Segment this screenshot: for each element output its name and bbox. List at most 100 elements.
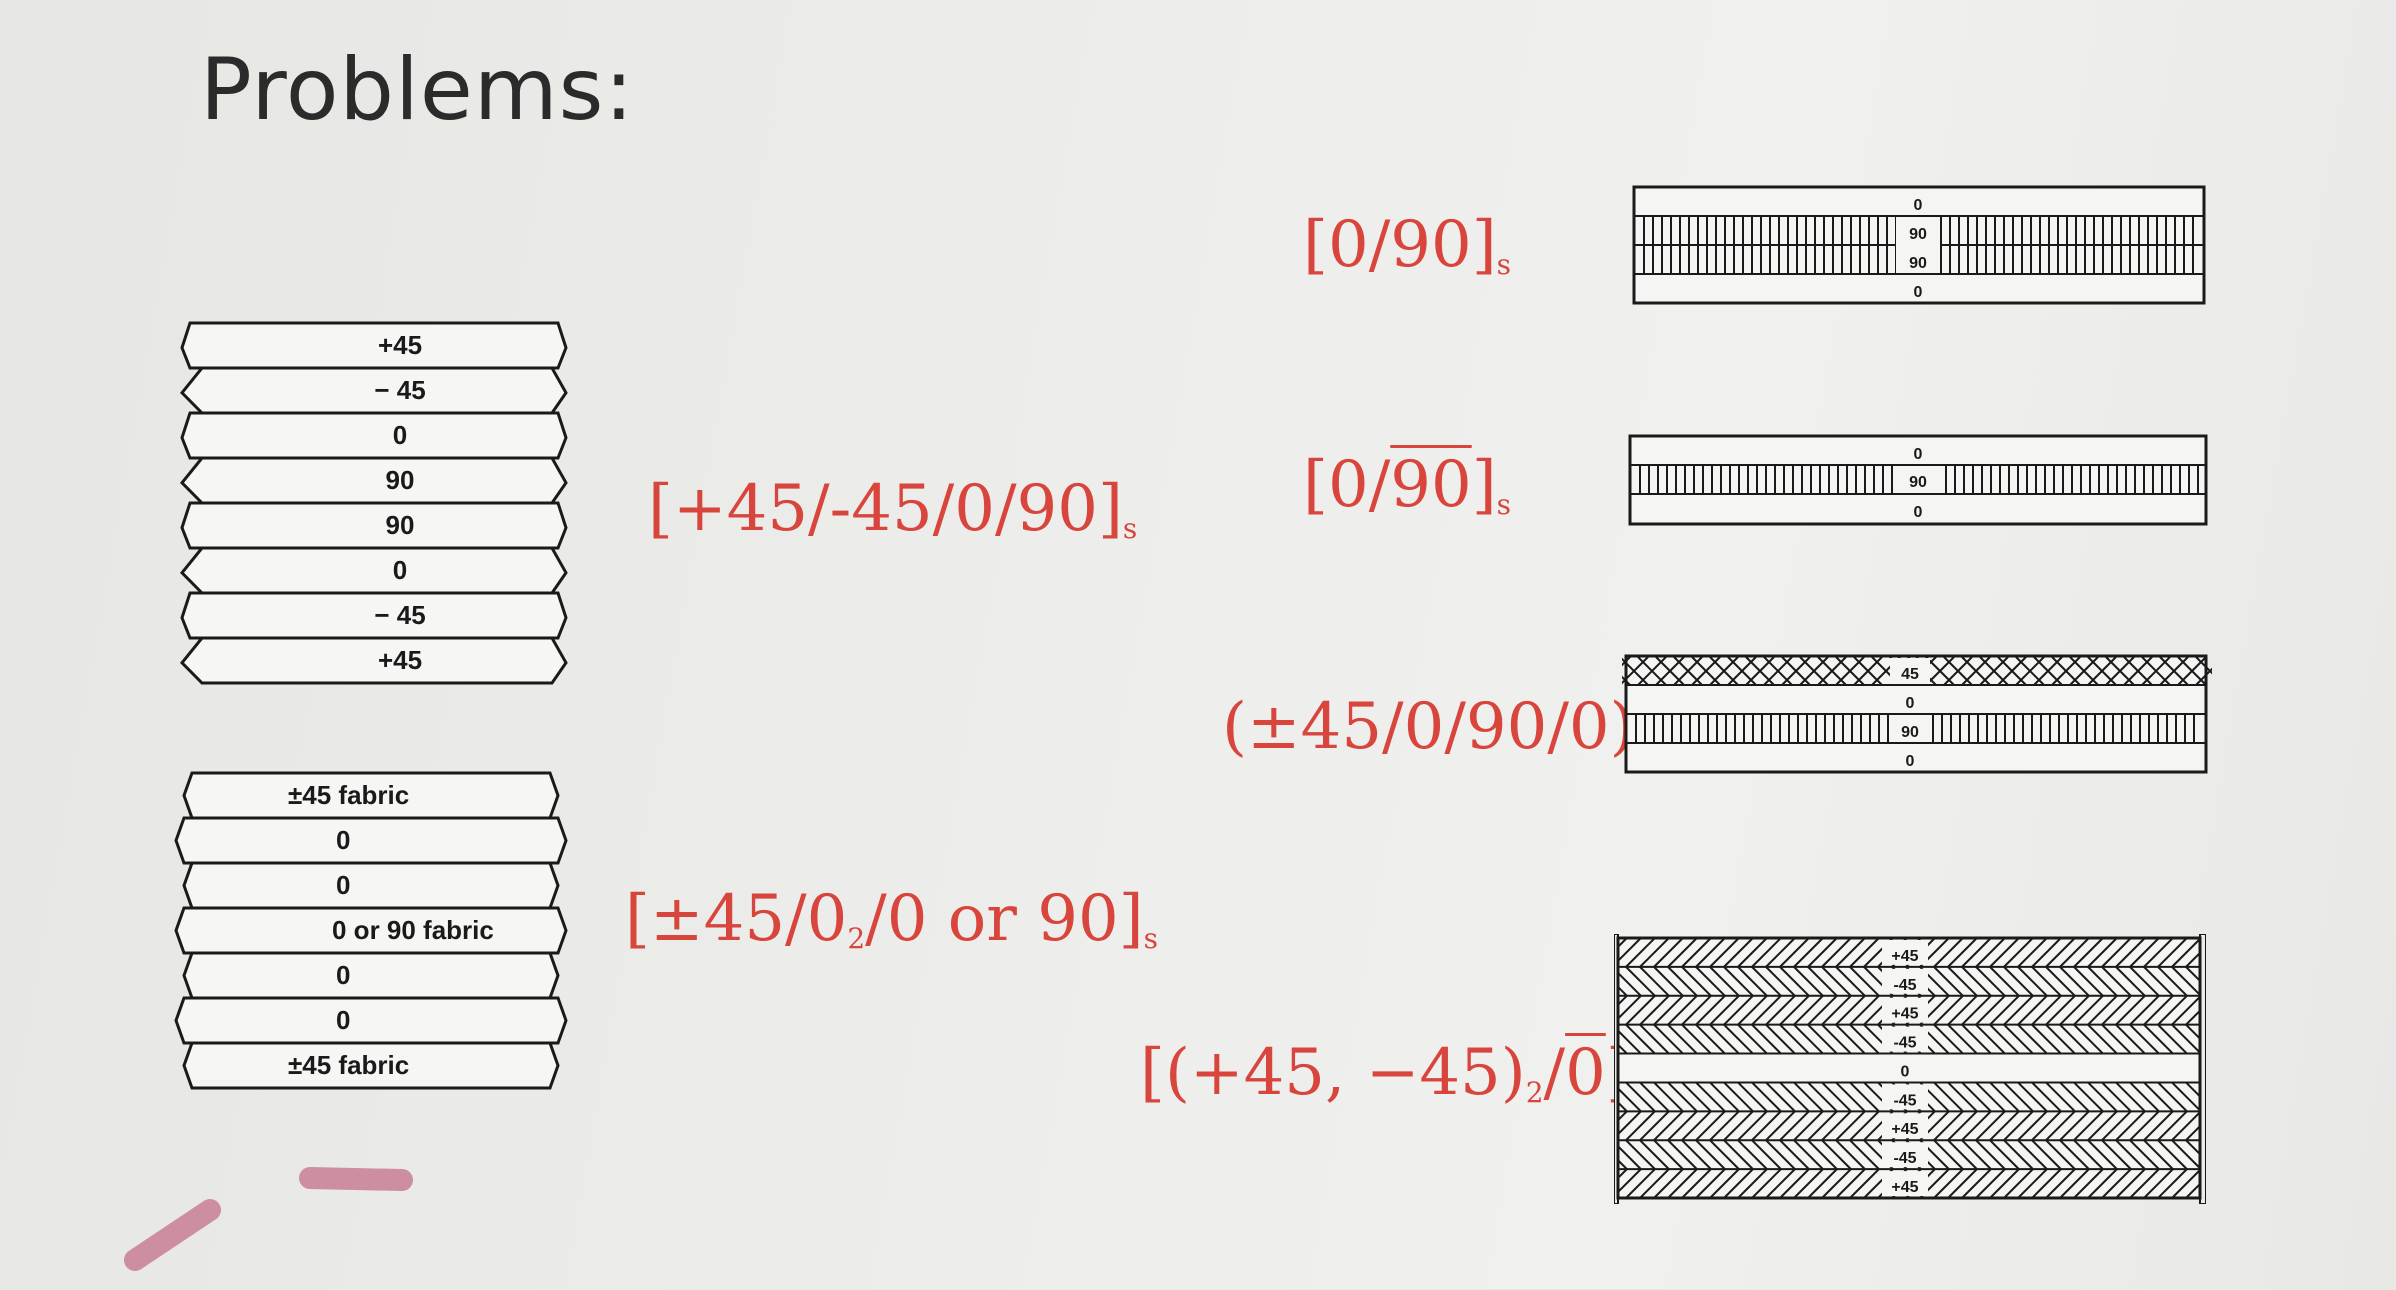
hatch-line [1807,1168,1838,1199]
stack-a-ply-label: +45 [378,330,422,360]
hatch-line [1614,1097,1628,1113]
stack-a-ply [180,501,568,550]
hatch-line [1947,995,1978,1026]
hatch-line [1779,937,1810,968]
hatch-line [2157,1023,2188,1055]
hatch-line [2115,937,2146,968]
hatch-line [1667,1081,1698,1113]
hatch-line [2115,966,2146,997]
hatch-line [2017,1168,2048,1199]
hatch-line [1961,995,1992,1026]
hatch-line [2003,1110,2034,1141]
hatch-line [2003,966,2034,997]
laminate-4-ply-label: +45 [1891,1179,1918,1196]
hatch-line [2157,1168,2188,1199]
hatch-line [2045,1023,2076,1055]
hatch-line [1821,937,1852,968]
hatch-line [1807,1139,1838,1170]
hatch-line [1695,966,1726,997]
hatch-line [1709,937,1740,968]
hatch-line [2059,1023,2090,1055]
hatch-line [1614,1110,1628,1126]
hatch-line [1681,1023,1712,1055]
hatch-line [2003,1139,2034,1170]
hatch-line [1695,1081,1726,1113]
hatch-line [2143,937,2174,968]
hatch-line [1947,1110,1978,1141]
hatch-line [2101,1023,2132,1055]
laminate-2-diagram: 0 90 0 [1628,434,2208,526]
stack-b-ply-label: 0 [336,825,350,855]
hatch-line [2171,1139,2202,1170]
hatch-line [1639,966,1670,997]
hatch-line [1947,1139,1978,1170]
hatch-line [1821,1139,1852,1170]
hatch-line [1737,1139,1768,1170]
hatch-line [2157,1081,2188,1113]
hatch-line [1807,1110,1838,1141]
hatch-line [1849,995,1880,1026]
hatch-line [1835,1023,1866,1055]
hatch-line [1723,937,1754,968]
hatch-line [1625,1139,1656,1170]
hatch-line [1751,937,1782,968]
hatch-line [2115,1168,2146,1199]
hatch-line [2129,1081,2160,1113]
hatch-line [2157,1110,2188,1141]
hatch-line [1779,995,1810,1026]
hatch-line [1737,1081,1768,1113]
ply-label-bg [1882,940,1928,965]
hatch-line [1709,1168,1740,1199]
hatch-line [1667,966,1698,997]
hatch-line [2045,1168,2076,1199]
hatch-line [1947,966,1978,997]
hatch-line [1709,1081,1740,1113]
laminate-2-ply-label: 0 [1914,504,1923,521]
hatch-line [1709,995,1740,1026]
hatch-line [2101,937,2132,968]
hatch-line [1933,966,1964,997]
hatch-line [2031,1168,2062,1199]
hatch-line [1933,1081,1964,1113]
hatch-line [1723,1168,1754,1199]
hatch-line [1681,1168,1712,1199]
hatch-line [1667,1139,1698,1170]
hatch-line [1849,1023,1880,1055]
hatch-line [2003,1023,2034,1055]
hatch-line [2059,995,2090,1026]
hatch-line [1709,1110,1740,1141]
stack-b-ply-label: 0 or 90 fabric [332,915,494,945]
hatch-line [1933,937,1964,968]
hatch-line [2073,937,2104,968]
hatch-line [2059,1168,2090,1199]
hatch-line [1779,1110,1810,1141]
hatch-line [1821,1168,1852,1199]
hatch-line [1961,966,1992,997]
hatch-line [2171,995,2202,1026]
hatch-line [1695,995,1726,1026]
hatch-line [1614,1039,1628,1055]
hatch-line [1625,966,1656,997]
hatch-line [2115,1081,2146,1113]
hatch-line [1835,1081,1866,1113]
hatch-line [2045,995,2076,1026]
hatch-line [1653,1139,1684,1170]
hatch-line [1835,1110,1866,1141]
laminate-2-ply-label: 0 [1914,446,1923,463]
hatch-line [1653,1168,1684,1199]
hatch-line [1737,937,1768,968]
hatch-line [1821,1110,1852,1141]
stack-a-ply-label: +45 [378,645,422,675]
stack-b-ply-label: 0 [336,870,350,900]
hatch-line [2115,1139,2146,1170]
hatch-line [1614,995,1628,1011]
hatch-line [2059,937,2090,968]
hatch-line [2073,1139,2104,1170]
hatch-line [1639,937,1670,968]
laminate-4-diagram: +45-45+45-450-45+45-45+45 [1614,934,2206,1204]
hatch-line [1751,1139,1782,1170]
hatch-line [1975,1139,2006,1170]
laminate-4-ply-label: +45 [1891,1006,1918,1023]
hatch-line [1695,1168,1726,1199]
hatch-line [1989,1081,2020,1113]
